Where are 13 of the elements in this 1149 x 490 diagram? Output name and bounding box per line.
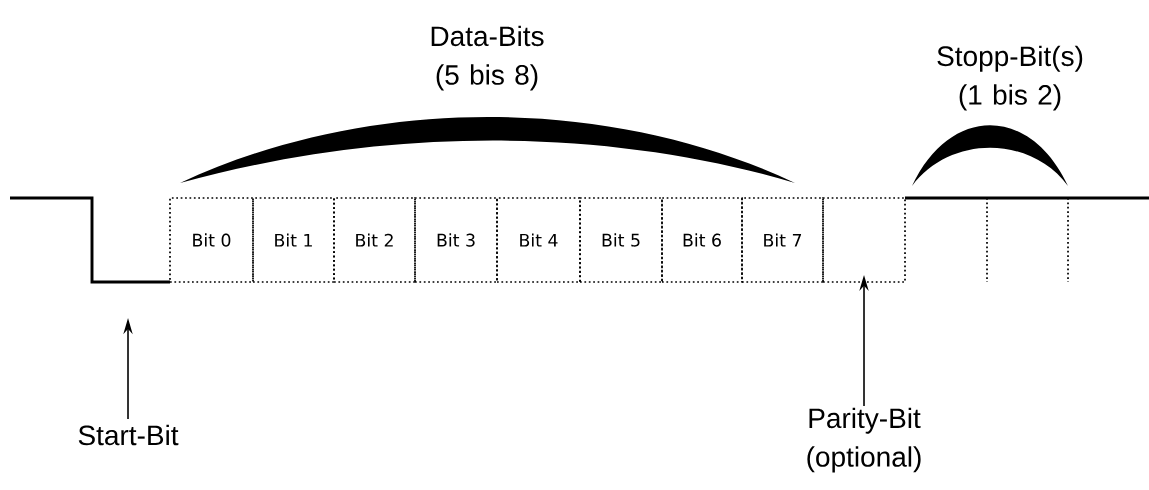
bit-cell: Bit 7 [741, 197, 824, 283]
bit-cell: Bit 2 [333, 197, 416, 283]
heading-text: Stopp-Bit(s) (1 bis 2) [937, 45, 1083, 111]
parity-cell [822, 197, 906, 283]
bit-cell: Bit 6 [661, 197, 743, 283]
bit-cell: Bit 4 [496, 197, 581, 283]
bit-cell: Bit 0 [169, 197, 254, 283]
caption-text: Parity-Bit (optional) [807, 407, 921, 473]
heading-text: Data-Bits (5 bis 8) [431, 25, 544, 91]
bit-cell: Bit 1 [252, 197, 335, 283]
caption-text: Start-Bit [78, 424, 179, 446]
bit-cell: Bit 5 [579, 197, 663, 283]
bit-cell: Bit 3 [414, 197, 498, 283]
